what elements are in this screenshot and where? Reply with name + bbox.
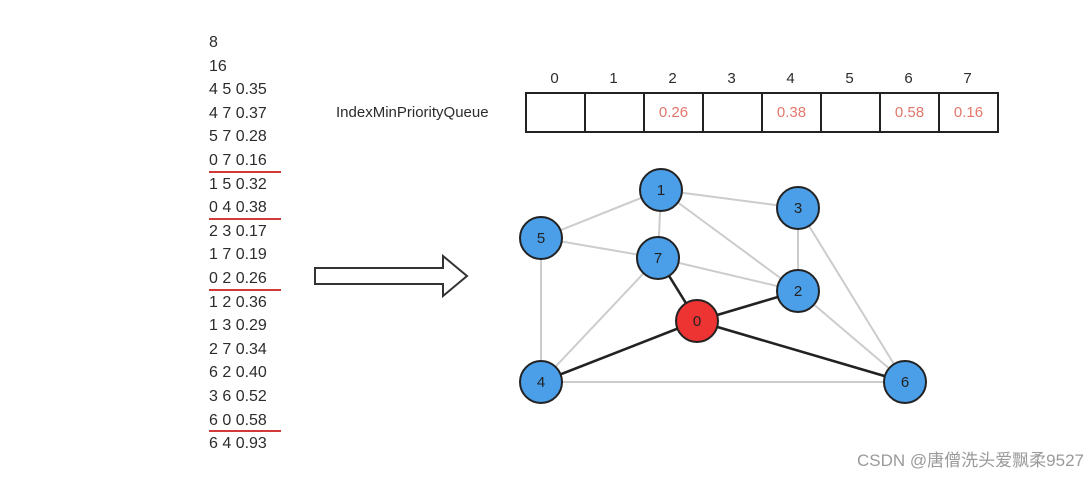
priority-queue-cell: 0.16: [940, 94, 999, 131]
priority-queue-index: 7: [963, 70, 972, 87]
graph-node-circle: [883, 360, 927, 404]
priority-queue-label: IndexMinPriorityQueue: [336, 104, 489, 121]
graph-edge-6-0: [696, 319, 906, 384]
graph-node-label: 1: [657, 182, 665, 199]
graph-node-2: 2: [776, 269, 820, 313]
graph-node-circle: [675, 299, 719, 343]
edge-list-line: 3 6 0.52: [209, 387, 267, 405]
edge-list-line: 0 2 0.26: [209, 267, 319, 291]
edge-list-line: 1 2 0.36: [209, 293, 267, 311]
graph-edge-1-2: [660, 189, 799, 292]
edge-list-line: 1 5 0.32: [209, 175, 267, 193]
graph-node-0: 0: [675, 299, 719, 343]
graph-node-label: 4: [537, 374, 545, 391]
graph-edge-0-4: [540, 319, 698, 384]
graph-node-6: 6: [883, 360, 927, 404]
edge-list-line: 0 4 0.38: [209, 196, 319, 220]
edge-list-line: 4 7 0.37: [209, 104, 267, 122]
graph-node-label: 5: [537, 230, 545, 247]
graph-edge-6-2: [797, 290, 906, 383]
edge-list-line: 2 7 0.34: [209, 340, 267, 358]
graph-node-7: 7: [636, 236, 680, 280]
priority-queue-cell: [704, 94, 763, 131]
edge-list-line: 6 2 0.40: [209, 364, 267, 382]
priority-queue-index: 3: [727, 70, 736, 87]
edge-list-line: 2 3 0.17: [209, 222, 267, 240]
edge-list-line: 8: [209, 34, 218, 51]
priority-queue-index: 4: [786, 70, 795, 87]
watermark: CSDN @唐僧洗头爱飘柔9527: [857, 451, 1084, 470]
edge-list-line: 16: [209, 57, 227, 75]
graph-node-5: 5: [519, 216, 563, 260]
graph-node-circle: [776, 269, 820, 313]
graph-node-circle: [519, 360, 563, 404]
priority-queue-cell: 0.26: [645, 94, 704, 131]
edge-list-line: 5 7 0.28: [209, 128, 267, 146]
graph-edge-2-7: [657, 257, 799, 292]
graph-node-circle: [636, 236, 680, 280]
priority-queue-index: 1: [609, 70, 618, 87]
priority-queue-cell: [822, 94, 881, 131]
priority-queue-index: 2: [668, 70, 677, 87]
graph-edge-3-6: [797, 207, 906, 383]
edge-list-line: 6 4 0.93: [209, 435, 267, 453]
graph-node-circle: [776, 186, 820, 230]
edge-list-line: 4 5 0.35: [209, 81, 267, 99]
graph-node-label: 0: [693, 313, 701, 330]
graph-node-3: 3: [776, 186, 820, 230]
priority-queue-cell: 0.58: [881, 94, 940, 131]
priority-queue-indices: 0 1 2 3 4 5 6 7: [525, 66, 999, 92]
priority-queue-cell: 0.38: [763, 94, 822, 131]
graph-edge-4-7: [540, 257, 659, 383]
graph-node-label: 7: [654, 250, 662, 267]
graph-node-circle: [519, 216, 563, 260]
graph-node-1: 1: [639, 168, 683, 212]
graph-edge-1-3: [660, 189, 799, 209]
graph-node-label: 6: [901, 374, 909, 391]
edge-list-line: 1 7 0.19: [209, 246, 267, 264]
graph-node-4: 4: [519, 360, 563, 404]
priority-queue-index: 0: [550, 70, 559, 87]
graph-edges: [540, 189, 906, 384]
edge-list-line: 0 7 0.16: [209, 149, 319, 173]
edge-list: 8 16 4 5 0.35 4 7 0.37 5 7 0.28 0 7 0.16 1 5 0…: [209, 31, 319, 456]
graph-nodes: 0 1 2 3 4 5 6 7: [519, 168, 927, 404]
edge-list-line: 1 3 0.29: [209, 317, 267, 335]
priority-queue-index: 6: [904, 70, 913, 87]
graph: 0 1 2 3 4 5 6 7: [519, 168, 927, 404]
graph-node-label: 3: [794, 200, 802, 217]
edge-list-line: 6 0 0.58: [209, 409, 319, 433]
priority-queue-cell: [586, 94, 645, 131]
right-arrow-icon: [314, 254, 469, 299]
graph-node-circle: [639, 168, 683, 212]
priority-queue-index: 5: [845, 70, 854, 87]
graph-node-label: 2: [794, 283, 802, 300]
priority-queue-cell: [527, 94, 586, 131]
